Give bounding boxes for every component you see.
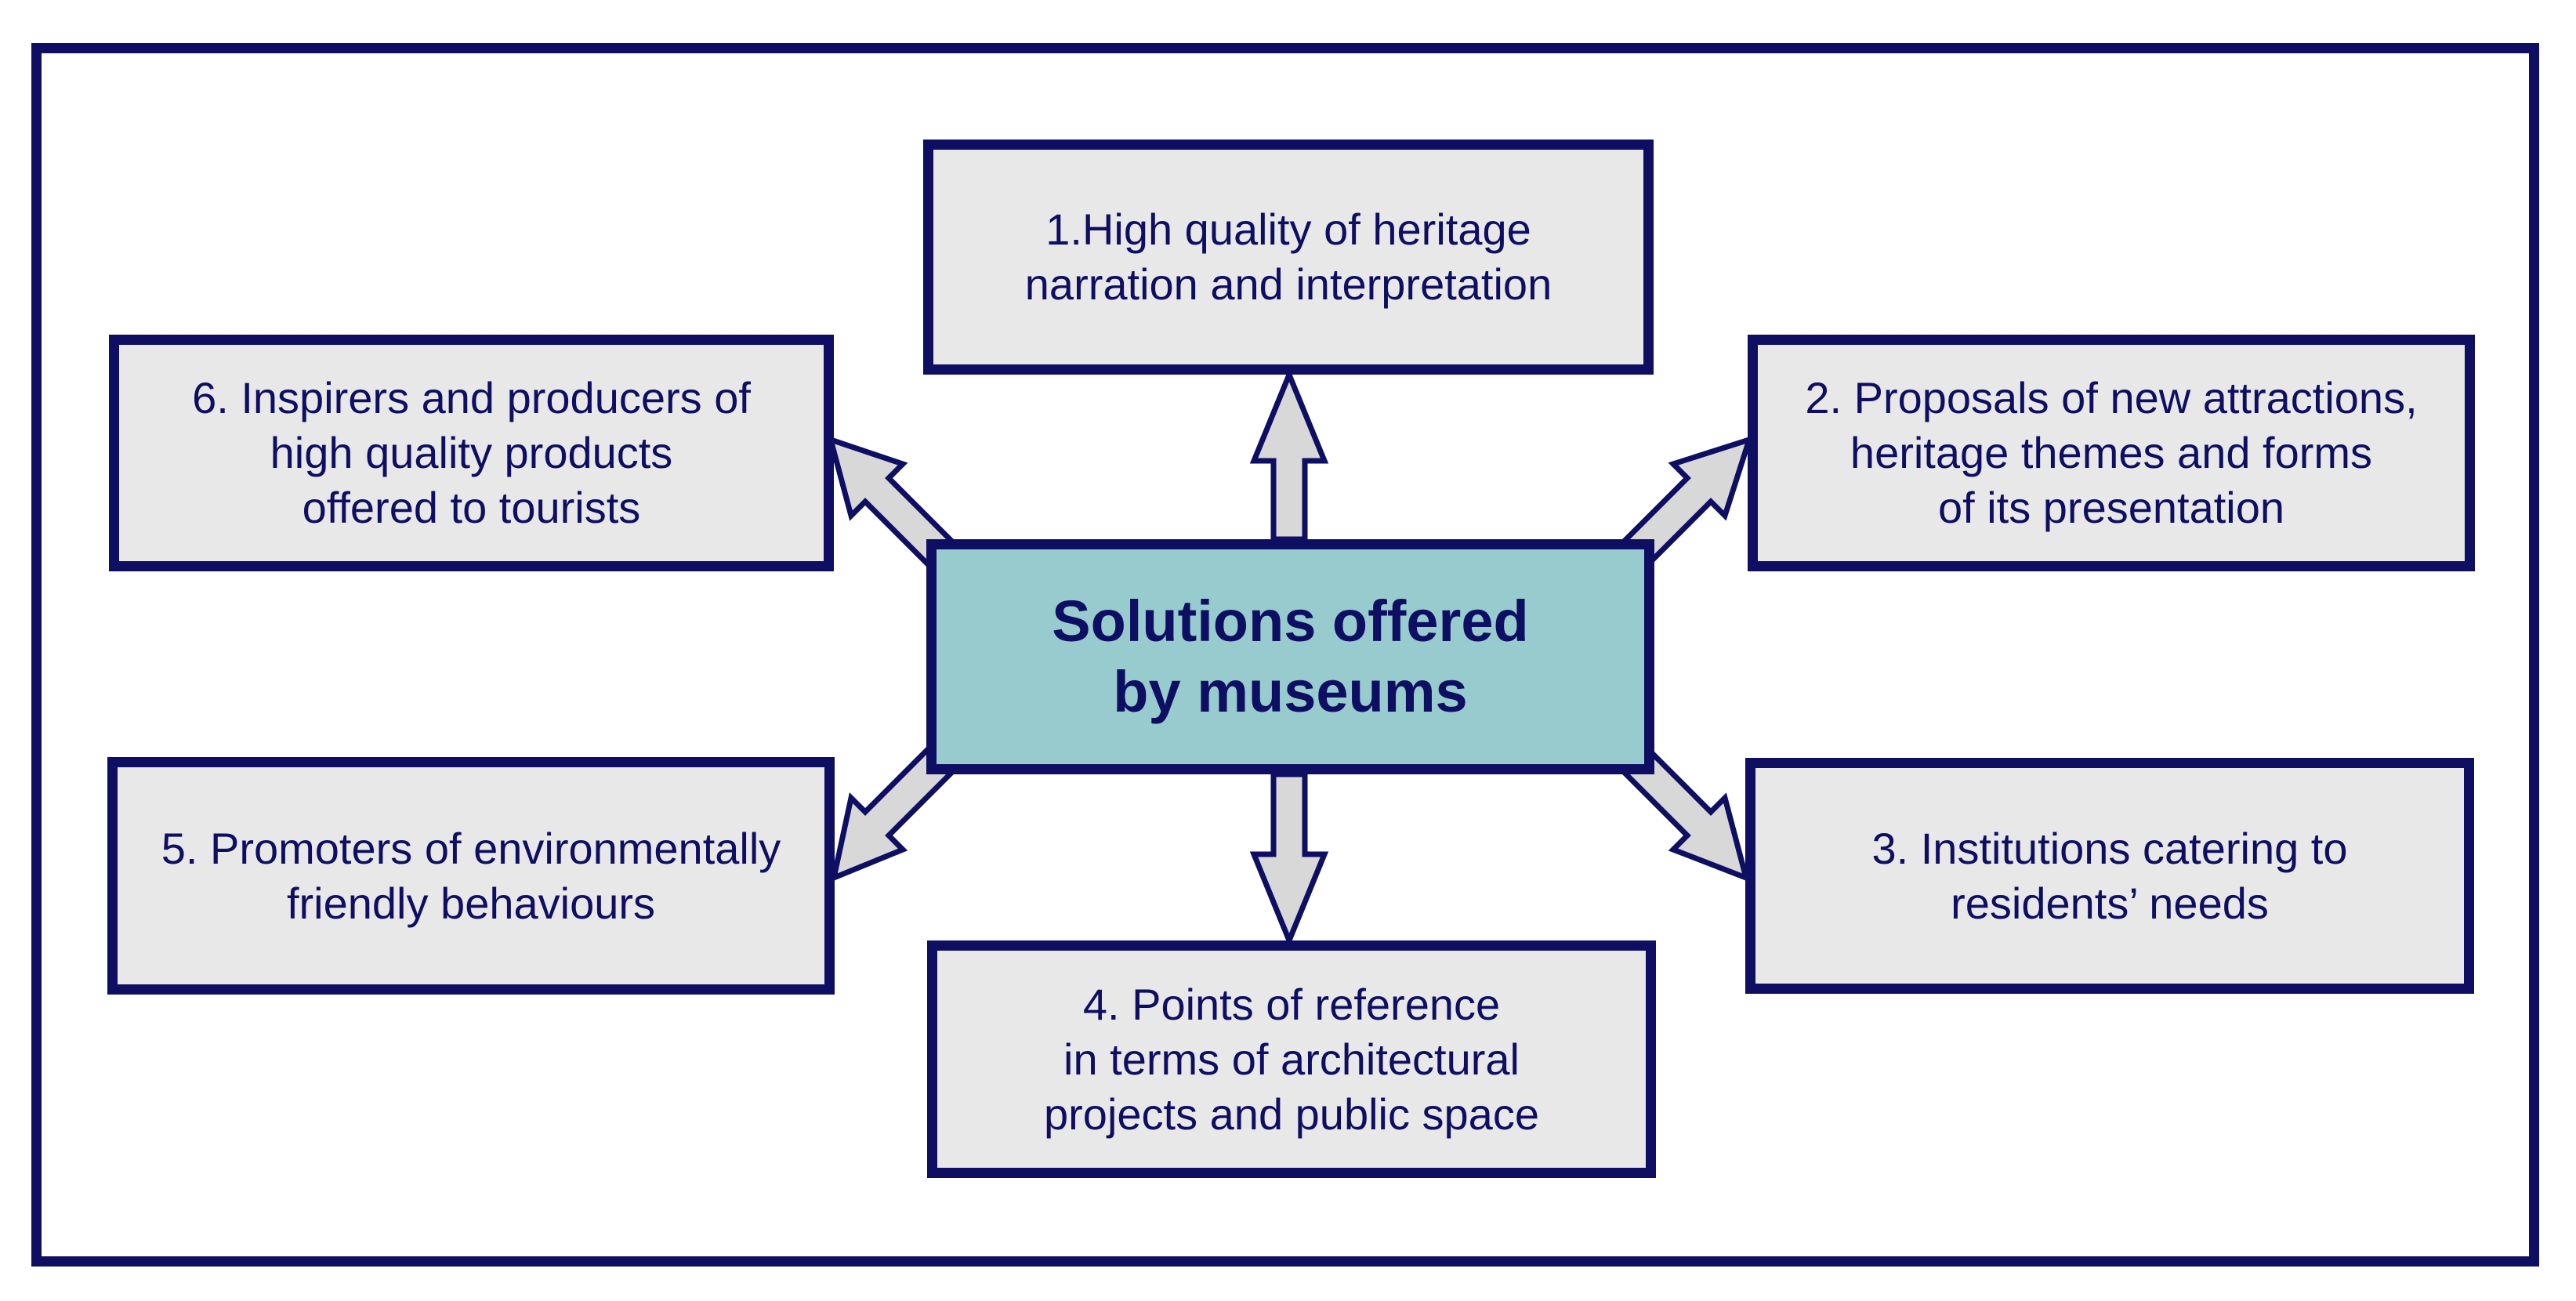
- item-box-4: 4. Points of reference in terms of archi…: [927, 940, 1656, 1178]
- item-label-5: 5. Promoters of environmentally friendly…: [161, 823, 781, 928]
- item-box-1: 1.High quality of heritage narration and…: [923, 140, 1654, 375]
- arrow-to-item-6: [826, 435, 954, 567]
- item-box-5: 5. Promoters of environmentally friendly…: [107, 757, 835, 995]
- arrow-to-item-3: [1622, 747, 1751, 882]
- item-label-1: 1.High quality of heritage narration and…: [1024, 205, 1552, 309]
- arrow-to-item-5: [830, 747, 954, 882]
- item-label-4: 4. Points of reference in terms of archi…: [1044, 979, 1539, 1139]
- item-box-2: 2. Proposals of new attractions, heritag…: [1748, 335, 2475, 571]
- item-box-3: 3. Institutions catering to residents’ n…: [1745, 758, 2474, 994]
- center-label: Solutions offered by museums: [1052, 589, 1529, 724]
- center-box: Solutions offered by museums: [926, 539, 1654, 774]
- item-box-6: 6. Inspirers and producers of high quali…: [109, 335, 834, 571]
- arrow-to-item-4: [1249, 771, 1329, 948]
- arrow-to-item-2: [1622, 435, 1754, 567]
- item-label-3: 3. Institutions catering to residents’ n…: [1871, 823, 2348, 928]
- item-label-2: 2. Proposals of new attractions, heritag…: [1805, 373, 2418, 532]
- item-label-6: 6. Inspirers and producers of high quali…: [192, 373, 751, 532]
- arrow-to-item-1: [1249, 367, 1329, 542]
